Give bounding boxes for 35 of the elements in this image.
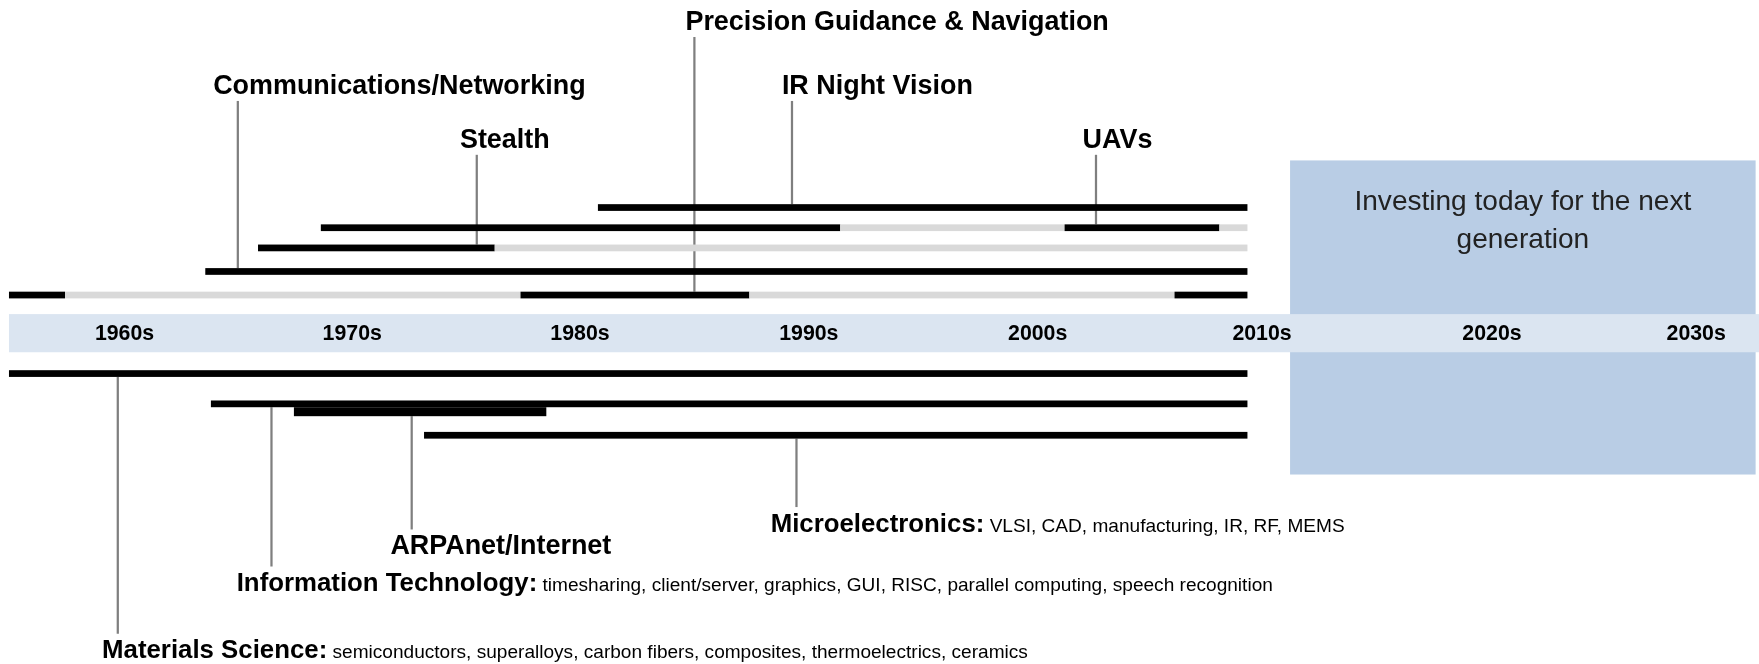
category-label: ARPAnet/Internet [390, 529, 612, 561]
timeline-bar [205, 268, 1248, 275]
leader-line [236, 100, 239, 269]
timeline-bar [210, 400, 1248, 408]
decade-label: 1970s [322, 320, 382, 346]
timeline-bar [424, 431, 1248, 439]
timeline-bar [320, 224, 1248, 232]
category-description: Materials Science: semiconductors, superalloys, carbon fibers, composites, thermoelectrics, ceramics [102, 633, 1028, 664]
decade-label: 2000s [1008, 320, 1068, 346]
timeline-bar [597, 204, 1248, 211]
timeline-bar [258, 244, 1248, 252]
timeline-bar [293, 407, 547, 417]
timeline-bar [8, 370, 1248, 377]
leader-line [410, 416, 413, 530]
category-label: Communications/Networking [213, 69, 586, 101]
timeline-bar [8, 291, 1248, 299]
category-label: IR Night Vision [781, 69, 973, 101]
leader-line [1094, 154, 1098, 225]
decade-label: 2030s [1666, 320, 1726, 346]
category-description: Microelectronics: VLSI, CAD, manufacturing, IR, RF, MEMS [770, 507, 1345, 542]
decade-label: 1990s [779, 320, 839, 346]
leader-line [795, 438, 798, 508]
leader-line [475, 154, 478, 245]
category-label: Precision Guidance & Navigation [685, 5, 1109, 37]
category-label: Stealth [459, 123, 550, 155]
leader-line [790, 100, 794, 205]
decade-label: 1980s [550, 320, 610, 346]
decade-label: 2020s [1462, 320, 1522, 346]
category-label: UAVs [1082, 123, 1153, 155]
leader-line [270, 407, 273, 567]
decade-label: 1960s [94, 320, 155, 346]
category-description: Information Technology: timesharing, client/server, graphics, GUI, RISC, parallel computing, speech recognition [236, 566, 1273, 602]
leader-line [693, 37, 696, 292]
decade-label: 2010s [1232, 320, 1292, 346]
leader-line [116, 376, 119, 634]
